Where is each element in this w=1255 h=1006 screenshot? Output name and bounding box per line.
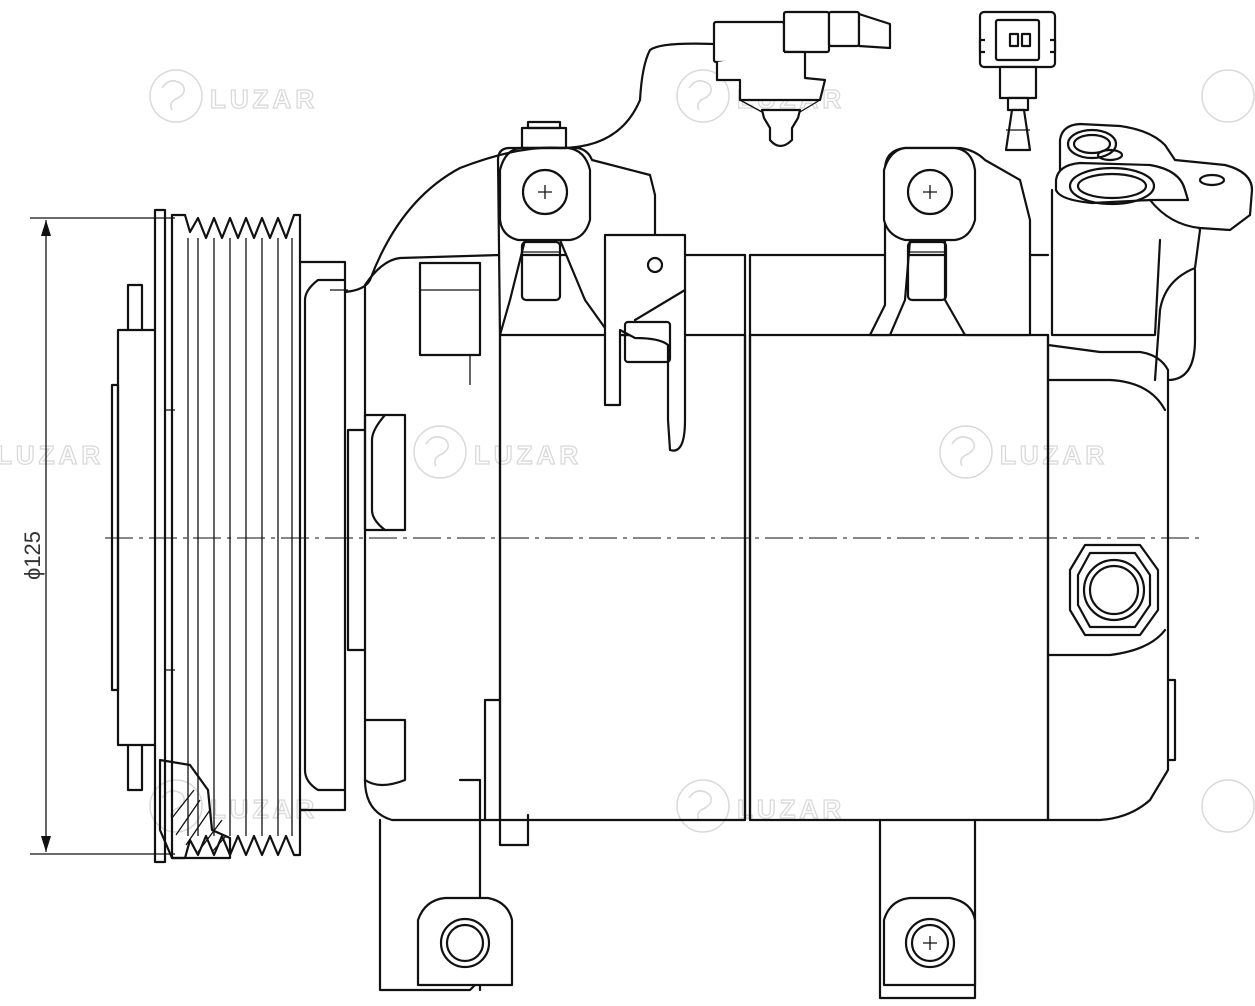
bolt-hole — [904, 917, 956, 969]
rear-head — [1046, 198, 1202, 822]
watermark-logo — [413, 425, 467, 479]
diameter-label: ϕ125 — [20, 531, 45, 580]
pressure-sensor — [978, 10, 1057, 152]
watermark-logo — [149, 779, 203, 833]
clutch-hub — [110, 208, 175, 864]
bolt-hole — [521, 168, 569, 216]
front-housing — [346, 253, 502, 992]
port-flange — [1050, 122, 1254, 337]
watermark-logo — [676, 779, 730, 833]
watermark-text: LUZAR — [0, 440, 104, 470]
watermark-logo — [1201, 779, 1255, 833]
diameter-dimension: ϕ125 — [20, 217, 175, 855]
mounting-ear-lower-right — [878, 818, 977, 1000]
wire-harness — [330, 42, 716, 294]
watermark-logo — [939, 425, 993, 479]
bolt-hole — [439, 917, 491, 969]
watermark-text: LUZAR — [1000, 440, 1108, 470]
control-valve-bracket — [603, 233, 687, 452]
hex-plug — [1068, 543, 1160, 637]
cylinder-body — [483, 253, 1050, 847]
watermark-group: LUZAR LUZAR LUZAR LUZAR LUZAR LUZAR LUZA… — [0, 69, 1255, 833]
bearing-boss — [298, 260, 347, 812]
watermark-logo — [1201, 69, 1255, 123]
wire-connector — [712, 10, 892, 148]
watermark-logo — [149, 69, 203, 123]
bolt-hole — [906, 168, 954, 216]
mounting-ear-upper-right — [868, 146, 1032, 337]
watermark-text: LUZAR — [210, 84, 318, 114]
pulley — [158, 213, 302, 860]
watermark-text: LUZAR — [474, 440, 582, 470]
mounting-ear-lower-left — [416, 896, 514, 987]
watermark-logo — [676, 69, 730, 123]
